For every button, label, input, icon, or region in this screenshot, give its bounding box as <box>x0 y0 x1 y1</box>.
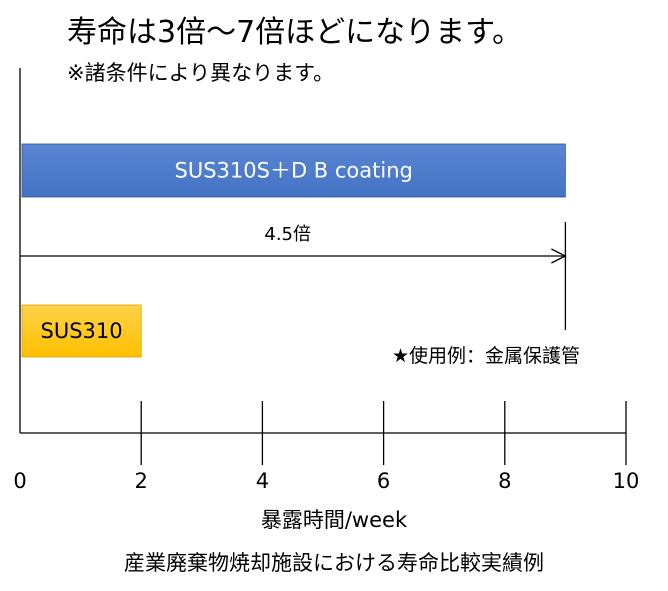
x-tick-label: 8 <box>498 469 511 493</box>
caption: 産業廃棄物焼却施設における寿命比較実績例 <box>124 551 544 575</box>
x-tick-label: 6 <box>377 469 390 493</box>
x-tick-label: 2 <box>135 469 148 493</box>
ratio-label: 4.5倍 <box>264 224 311 245</box>
bar-sus310 <box>21 304 142 358</box>
bar-sus310-label: SUS310 <box>41 319 123 343</box>
conditions-note: ※諸条件により異なります。 <box>67 61 335 85</box>
bar-coated <box>21 143 566 198</box>
bar-coated-label: SUS310S＋D B coating <box>175 159 413 183</box>
x-tick-label: 4 <box>256 469 269 493</box>
headline: 寿命は3倍～7倍ほどになります。 <box>67 15 523 50</box>
x-axis-label: 暴露時間/week <box>260 508 408 532</box>
x-tick-label: 0 <box>13 469 26 493</box>
x-tick-label: 10 <box>613 469 640 493</box>
usage-example-note: ★使用例：金属保護管 <box>392 345 581 367</box>
